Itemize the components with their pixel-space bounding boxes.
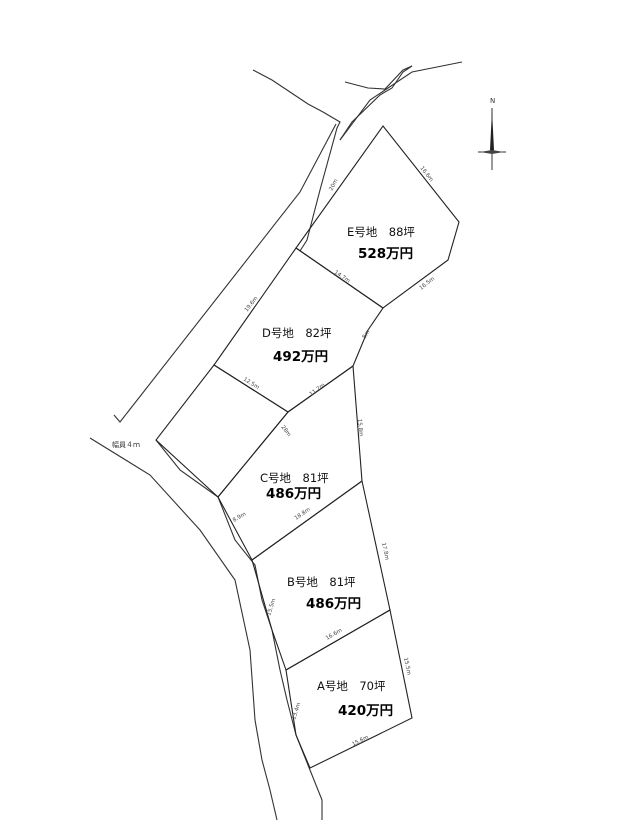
dim-b-left: 15.5m <box>266 598 277 617</box>
road-width-label: 幅員４ｍ <box>112 440 140 449</box>
north-arrow-compass-icon: N <box>478 97 506 170</box>
dim-c-right: 15.8m <box>356 419 364 437</box>
lot-c-price: 486万円 <box>266 486 321 502</box>
dim-d-right-divider: 11.2m <box>309 382 327 397</box>
road-edge-lower-outer <box>89 437 278 821</box>
dim-b-right: 17.8m <box>380 542 390 560</box>
lot-e-outline <box>295 125 460 309</box>
lot-b-price: 486万円 <box>306 596 361 612</box>
road-edge-upper-right <box>339 65 413 141</box>
dim-d-c-diag: 28m <box>279 425 291 438</box>
lot-b-label: B号地 81坪 <box>287 575 356 589</box>
dim-c-left: 8.9m <box>232 511 247 523</box>
dim-a-right: 15.5m <box>402 657 412 675</box>
lot-e-price: 528万円 <box>358 246 413 262</box>
road-edge-upper-left <box>252 69 341 252</box>
lot-d-label: D号地 82坪 <box>262 326 332 340</box>
lot-a-price: 420万円 <box>338 703 393 719</box>
dim-road-upper: 20m <box>328 178 339 192</box>
dim-e-right-bottom: 16.5m <box>419 276 437 292</box>
lot-c-outline <box>217 364 363 561</box>
dim-d-small: 8m <box>362 329 372 340</box>
compass-north-letter: N <box>490 97 495 105</box>
lot-a-label: A号地 70坪 <box>317 679 386 693</box>
lot-a-outline <box>285 609 413 769</box>
road-curve-top <box>339 61 463 141</box>
lot-c-label: C号地 81坪 <box>260 471 329 485</box>
lot-e-label: E号地 88坪 <box>347 225 415 239</box>
dim-a-left: 13.4m <box>291 702 302 721</box>
dim-a-bottom: 15.6m <box>351 735 369 748</box>
dim-e-d-divider: 14.7m <box>333 270 351 285</box>
road-edge-diagonal-outer <box>113 123 337 423</box>
lot-d-price: 492万円 <box>273 349 328 365</box>
dim-b-a-divider: 16.6m <box>325 628 343 642</box>
